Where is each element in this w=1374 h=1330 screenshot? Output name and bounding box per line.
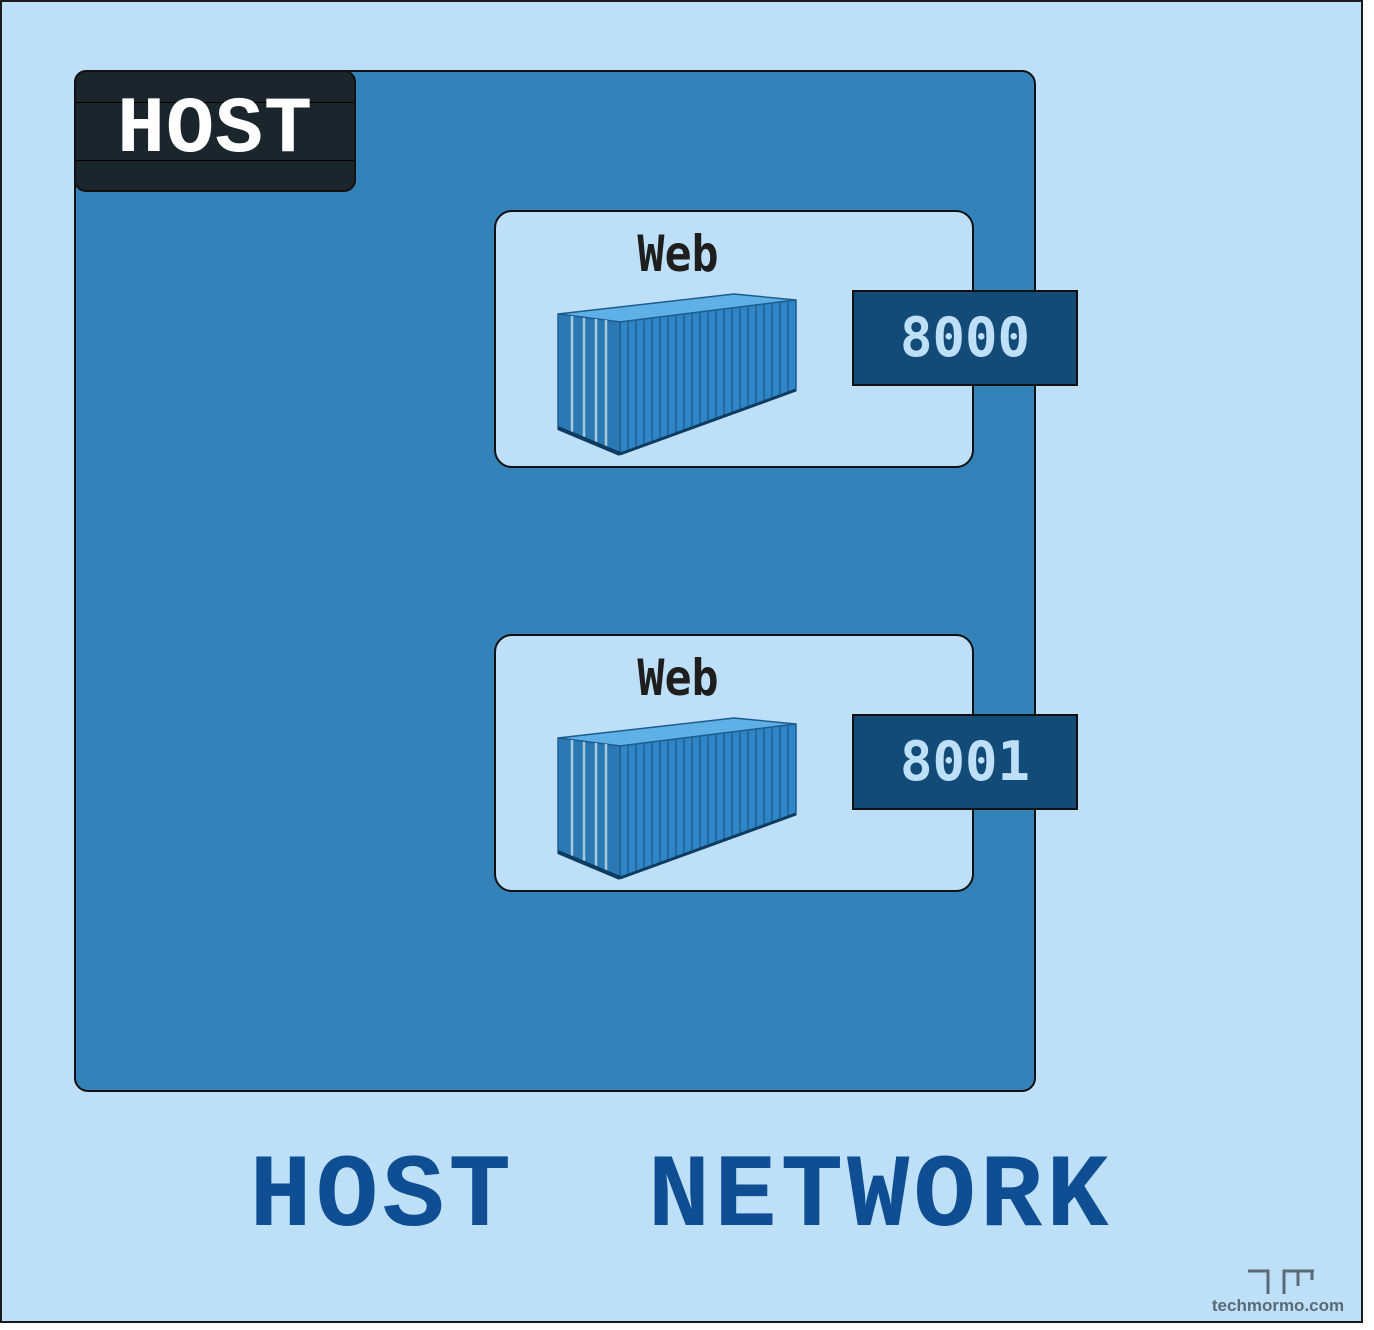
container-title: Web <box>637 225 719 283</box>
tm-logo-icon <box>1248 1269 1314 1294</box>
host-tag-label: HOST <box>116 85 314 176</box>
container-box-web-2: Web <box>494 634 974 892</box>
site-credit: techmormo.com <box>1211 1296 1345 1315</box>
port-badge-8000: 8000 <box>852 290 1078 386</box>
host-tag-rule-top <box>76 102 354 103</box>
port-label: 8000 <box>899 306 1031 369</box>
shipping-container-icon <box>557 293 797 456</box>
shipping-container-icon <box>557 717 797 880</box>
container-title: Web <box>637 649 719 707</box>
port-label: 8001 <box>899 730 1031 793</box>
network-title: HOST NETWORK <box>249 1139 1113 1257</box>
host-tag: HOST <box>74 70 356 192</box>
host-tag-rule-bottom <box>76 160 354 161</box>
port-badge-8001: 8001 <box>852 714 1078 810</box>
